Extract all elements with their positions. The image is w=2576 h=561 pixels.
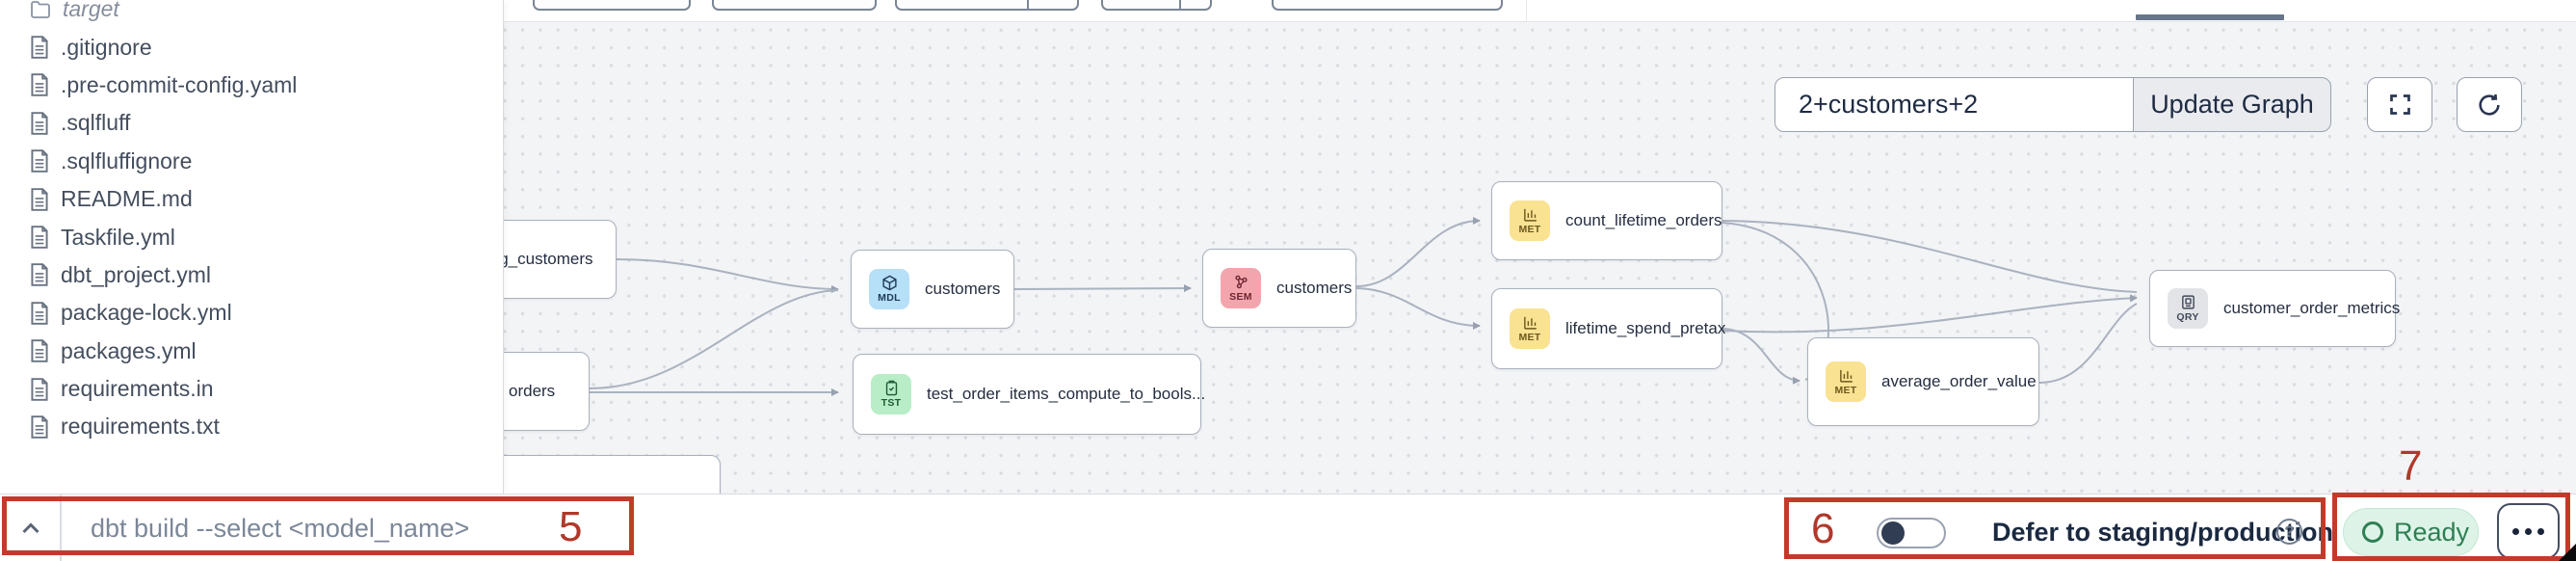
node-label: average_order_value — [1881, 372, 2037, 390]
pane-divider — [1526, 0, 1527, 21]
query-badge: QRY — [2168, 288, 2208, 329]
toggle-knob — [1881, 521, 1905, 545]
graph-node-test-order-items[interactable]: TST test_order_items_compute_to_bools... — [853, 354, 1205, 435]
node-label: customer_order_metrics — [2223, 299, 2401, 317]
file-icon — [29, 377, 50, 402]
status-badge[interactable]: Ready — [2343, 508, 2479, 556]
fullscreen-button[interactable] — [2367, 77, 2432, 132]
graph-node-customer-order-metrics[interactable]: QRY customer_order_metrics — [2149, 270, 2400, 347]
file-row-gitignore[interactable]: .gitignore — [0, 28, 503, 66]
more-options-button[interactable] — [2497, 503, 2560, 559]
dot — [2525, 527, 2532, 535]
toolbar-split-button-partial[interactable] — [1101, 0, 1212, 11]
bar-chart-icon — [1839, 369, 1853, 383]
file-icon — [29, 301, 50, 326]
edge — [2038, 303, 2138, 384]
top-toolbar-strip — [0, 0, 2576, 22]
edge — [1722, 294, 2138, 334]
graph-node-customers-semantic[interactable]: SEM customers — [1202, 249, 1356, 328]
node-label: lifetime_spend_pretax — [1565, 319, 1726, 337]
node-label: test_order_items_compute_to_bools... — [927, 385, 1206, 403]
graph-node-average-order-value[interactable]: MET average_order_value — [1807, 337, 2039, 426]
file-icon — [29, 338, 50, 363]
file-icon — [29, 187, 50, 212]
toolbar-button-partial[interactable] — [1272, 0, 1503, 11]
edge — [1722, 328, 1801, 385]
metric-badge: MET — [1510, 200, 1550, 241]
refresh-button[interactable] — [2457, 77, 2522, 132]
file-row-pre-commit-config[interactable]: .pre-commit-config.yaml — [0, 67, 503, 104]
bar-chart-icon — [1523, 208, 1537, 222]
node-label: customers — [1276, 279, 1353, 297]
refresh-icon — [2479, 94, 2500, 116]
update-graph-button[interactable]: Update Graph — [2133, 77, 2331, 132]
graph-node-lifetime-spend-pretax[interactable]: MET lifetime_spend_pretax — [1491, 288, 1726, 369]
dbt-command-input[interactable] — [89, 504, 516, 552]
toolbar-button-partial[interactable] — [533, 0, 691, 11]
clipboard-check-icon — [885, 380, 897, 396]
edge — [1355, 217, 1481, 287]
file-row-packages[interactable]: packages.yml — [0, 333, 503, 370]
help-icon[interactable]: ? — [2276, 519, 2302, 545]
file-row-requirements-in[interactable]: requirements.in — [0, 370, 503, 408]
file-row-dbt-project[interactable]: dbt_project.yml — [0, 256, 503, 294]
file-icon — [29, 414, 50, 440]
divider — [60, 494, 62, 561]
metric-badge: MET — [1510, 308, 1550, 349]
node-label: orders — [509, 382, 556, 400]
file-list: target .gitignore .pre-commit-config.yam… — [0, 0, 503, 446]
cube-icon — [881, 275, 897, 291]
lineage-selector-input[interactable] — [1774, 77, 2135, 132]
button-divider — [1027, 0, 1029, 9]
saved-query-icon — [2181, 295, 2195, 309]
graph-node-customers-model[interactable]: MDL customers — [851, 250, 1014, 329]
bar-chart-icon — [1523, 316, 1537, 330]
test-badge: TST — [871, 374, 911, 414]
file-row-sqlfluffignore[interactable]: .sqlfluffignore — [0, 143, 503, 180]
defer-toggle[interactable] — [1877, 518, 1946, 548]
file-row-target[interactable]: target — [0, 0, 503, 28]
dot — [2512, 527, 2519, 535]
file-icon — [29, 148, 50, 174]
active-tab-indicator — [2136, 14, 2284, 20]
model-badge: MDL — [869, 269, 909, 309]
file-row-sqlfluff[interactable]: .sqlfluff — [0, 104, 503, 142]
button-divider — [1179, 0, 1181, 9]
file-icon — [29, 72, 50, 97]
file-row-taskfile[interactable]: Taskfile.yml — [0, 218, 503, 255]
node-label: stg_customers — [486, 250, 593, 268]
metric-badge: MET — [1826, 361, 1866, 402]
toolbar-split-button-partial[interactable] — [895, 0, 1079, 11]
edge — [1355, 287, 1481, 330]
status-label: Ready — [2394, 517, 2470, 547]
command-bar — [0, 494, 2576, 561]
edge — [1013, 284, 1192, 293]
file-row-package-lock[interactable]: package-lock.yml — [0, 294, 503, 332]
node-label: count_lifetime_orders — [1565, 211, 1722, 229]
graph-node-count-lifetime-orders[interactable]: MET count_lifetime_orders — [1491, 181, 1722, 260]
edge — [616, 258, 839, 293]
file-explorer-panel: target .gitignore .pre-commit-config.yam… — [0, 0, 504, 494]
status-ring-icon — [2362, 521, 2383, 543]
dot — [2537, 527, 2544, 535]
file-row-readme[interactable]: README.md — [0, 180, 503, 218]
collapse-panel-button[interactable] — [13, 512, 48, 547]
fullscreen-icon — [2389, 94, 2410, 115]
folder-icon — [29, 0, 52, 21]
file-icon — [29, 111, 50, 136]
toolbar-button-partial[interactable] — [712, 0, 877, 11]
semantic-badge: SEM — [1221, 268, 1261, 308]
semantic-graph-icon — [1234, 275, 1248, 289]
corner-cursor — [2559, 544, 2576, 561]
node-label: customers — [925, 280, 1001, 298]
edge — [589, 289, 839, 389]
file-icon — [29, 225, 50, 250]
file-icon — [29, 35, 50, 60]
file-icon — [29, 262, 50, 287]
edge — [1722, 220, 2138, 293]
file-row-requirements-txt[interactable]: requirements.txt — [0, 408, 503, 445]
